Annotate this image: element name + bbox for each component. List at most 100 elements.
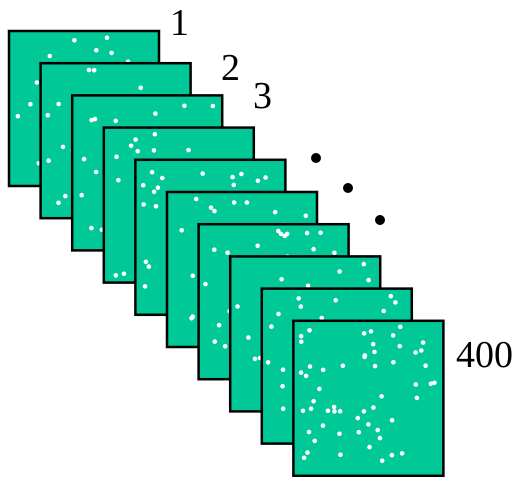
particle-dot [421, 340, 426, 345]
particle-dot [48, 54, 53, 59]
particle-dot [190, 273, 195, 278]
particle-dot [256, 179, 261, 184]
particle-dot [299, 340, 304, 345]
particle-dot [432, 381, 437, 386]
particle-dot [200, 171, 205, 176]
particle-dot [61, 145, 66, 150]
particle-dot [46, 158, 51, 163]
particle-dot [79, 193, 84, 198]
particle-dot [89, 226, 94, 231]
particle-dot [312, 439, 317, 444]
particle-dot [390, 453, 395, 458]
particle-dot [246, 335, 251, 340]
particle-dot [269, 324, 274, 329]
particle-dot [212, 247, 217, 252]
particle-dot [332, 405, 337, 410]
particle-dot [391, 360, 396, 365]
particle-dot [307, 328, 312, 333]
particle-dot [141, 183, 146, 188]
particle-dot [305, 450, 310, 455]
particle-dot [46, 113, 51, 118]
particle-dot [276, 312, 281, 317]
particle-dot [296, 296, 301, 301]
particle-dot [94, 170, 99, 175]
particle-dot [141, 202, 146, 207]
particle-dot [232, 200, 237, 205]
particle-dot [337, 432, 342, 437]
particle-dot [129, 144, 134, 149]
particle-dot [366, 422, 371, 427]
particle-dot [307, 430, 312, 435]
particle-dot [186, 148, 191, 153]
particle-dot [362, 262, 367, 267]
particle-dot [390, 418, 395, 423]
particle-dot [94, 48, 99, 53]
particle-dot [153, 111, 158, 116]
particle-dot [389, 294, 394, 299]
ellipsis-dot [343, 183, 353, 193]
label-first-image: 1 [170, 4, 189, 42]
ellipsis-dot [311, 153, 321, 163]
particle-dot [321, 423, 326, 428]
particle-dot [152, 148, 157, 153]
particle-dot [375, 428, 380, 433]
particle-dot [114, 273, 119, 278]
particle-dot [194, 197, 199, 202]
label-second-image: 2 [221, 49, 240, 87]
particle-dot [398, 344, 403, 349]
particle-dot [160, 176, 165, 181]
image-panel-10 [293, 321, 443, 476]
particle-dot [150, 170, 155, 175]
particle-dot [56, 201, 61, 206]
particle-dot [239, 172, 244, 177]
particle-dot [333, 298, 338, 303]
particle-dot [304, 374, 309, 379]
particle-dot [311, 247, 316, 252]
particle-dot [362, 331, 367, 336]
particle-dot [82, 157, 87, 162]
particle-dot [133, 137, 138, 142]
particle-dot [423, 363, 428, 368]
particle-dot [326, 409, 331, 414]
particle-dot [281, 406, 286, 411]
particle-dot [230, 175, 235, 180]
particle-dot [279, 232, 284, 237]
particle-dot [378, 436, 383, 441]
particle-dot [114, 154, 119, 159]
particle-dot [338, 452, 343, 457]
particle-dot [356, 416, 361, 421]
particle-dot [337, 269, 342, 274]
particle-dot [304, 214, 309, 219]
label-last-image: 400 [456, 336, 513, 374]
particle-dot [56, 102, 61, 107]
particle-dot [285, 232, 290, 237]
particle-dot [211, 104, 216, 109]
particle-dot [414, 382, 419, 387]
particle-dot [308, 364, 313, 369]
particle-dot [318, 231, 323, 236]
particle-dot [299, 304, 304, 309]
particle-dot [398, 325, 403, 330]
particle-dot [93, 117, 98, 122]
particle-dot [373, 364, 378, 369]
particle-dot [381, 309, 386, 314]
particle-dot [109, 51, 114, 56]
particle-dot [182, 104, 187, 109]
particle-dot [332, 409, 337, 414]
particle-dot [213, 339, 218, 344]
particle-dot [321, 368, 326, 373]
particle-dot [179, 228, 184, 233]
particle-dot [253, 357, 258, 362]
particle-dot [393, 300, 398, 305]
particle-dot [363, 353, 368, 358]
particle-dot [266, 360, 271, 365]
particle-dot [154, 204, 159, 209]
particle-dot [362, 409, 367, 414]
particle-dot [263, 175, 268, 180]
particle-dot [279, 277, 284, 282]
particle-dot [338, 409, 343, 414]
particle-dot [299, 370, 304, 375]
particle-dot [87, 68, 92, 73]
particle-dot [372, 350, 377, 355]
particle-dot [415, 396, 420, 401]
